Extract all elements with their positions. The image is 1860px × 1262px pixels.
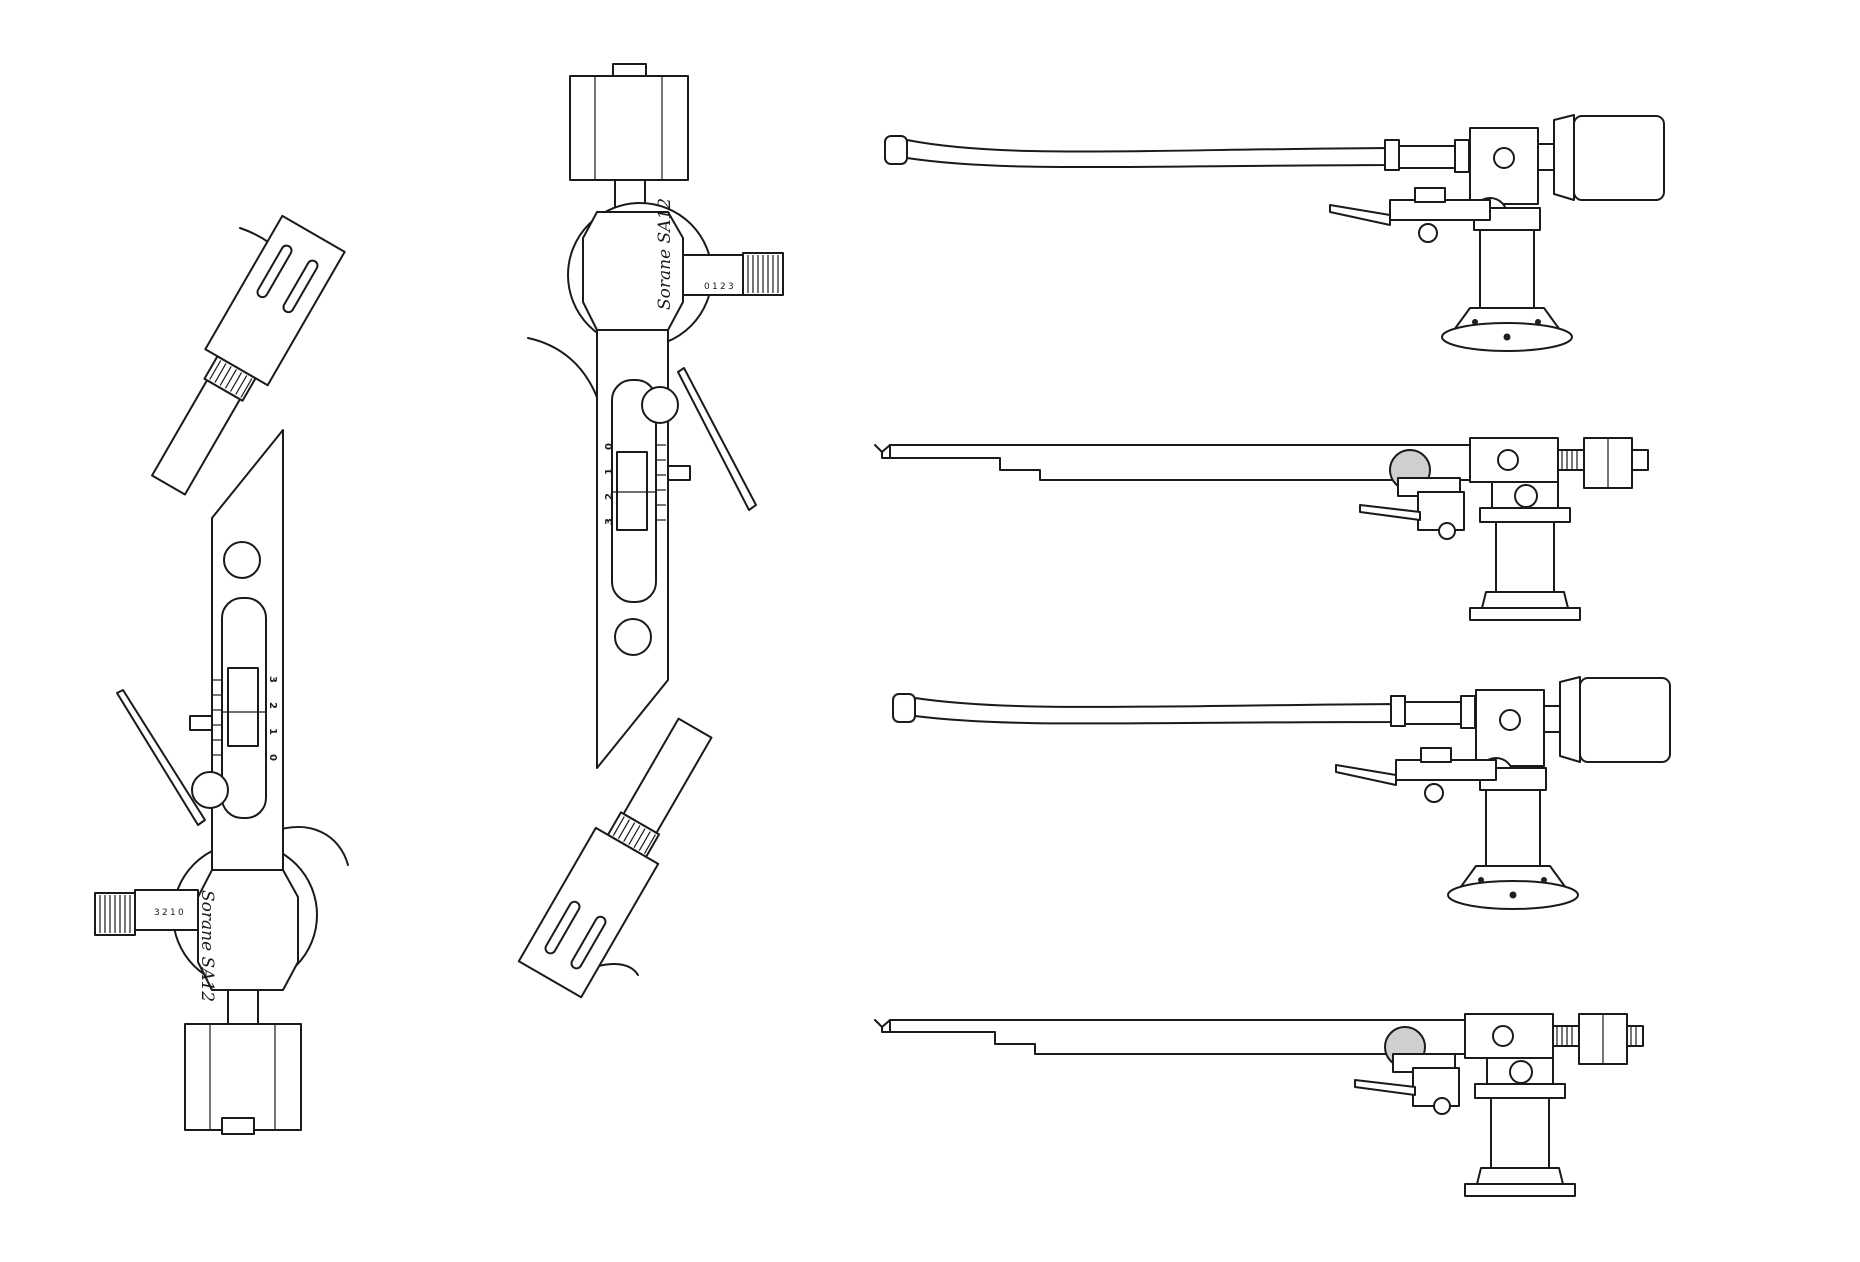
- pillar: [1490, 1097, 1550, 1169]
- top-view-2: Sorane SA12 0 1 2 3: [517, 63, 784, 999]
- anti-skate-dial: [682, 252, 784, 296]
- side-view-curved-2: [892, 676, 1671, 910]
- scale-label: 2: [604, 493, 615, 500]
- lift-knob: [641, 386, 679, 424]
- arm-hole: [223, 541, 261, 579]
- side-view-curved-1: [884, 114, 1665, 352]
- side-view-straight-1: [874, 437, 1649, 621]
- threaded-stub: [1556, 1026, 1637, 1046]
- top-view-1: 3 2 1 0 Sorane SA12: [94, 214, 349, 1135]
- collar: [151, 379, 241, 496]
- headshell-slot: [570, 915, 607, 970]
- scale-ticks: [212, 679, 222, 756]
- counterweight-cap: [221, 1117, 255, 1135]
- cue-lever: [1359, 504, 1421, 521]
- pillar: [1495, 521, 1555, 593]
- ring-label: 0: [178, 908, 184, 918]
- scale-label: 1: [604, 468, 615, 475]
- scale-label: 0: [604, 443, 615, 450]
- ring-label: 0: [704, 282, 710, 292]
- brand-label: Sorane SA12: [197, 890, 217, 1002]
- counterweight: [569, 75, 689, 181]
- counterweight: [184, 1023, 302, 1131]
- scale-label: 2: [267, 702, 278, 709]
- lift-knob: [191, 771, 229, 809]
- side-view-straight-2: [874, 1013, 1644, 1197]
- lift-pin: [667, 465, 691, 481]
- cue-lever: [1335, 764, 1397, 786]
- lift-pin: [189, 715, 213, 731]
- headshell-slot: [282, 259, 319, 314]
- knurl-ring: [612, 816, 656, 854]
- scale-label: 0: [267, 754, 278, 761]
- counterweight: [1573, 115, 1665, 201]
- pillar: [1485, 789, 1541, 867]
- base-plate: [1469, 607, 1581, 621]
- ring-label: 3: [154, 908, 160, 918]
- stepped-armtube: [874, 444, 1471, 481]
- ring-label: 1: [170, 908, 176, 918]
- pillar: [1479, 229, 1535, 309]
- cue-lever: [1329, 204, 1391, 226]
- ring-label: 2: [162, 908, 168, 918]
- finger-lift-tip: [892, 693, 916, 723]
- stub: [227, 989, 259, 1025]
- base-flange: [1481, 591, 1569, 609]
- base-plate: [1464, 1183, 1576, 1197]
- headshell: [204, 214, 346, 387]
- knurl-ring: [209, 360, 253, 398]
- scale-label: 3: [604, 518, 615, 525]
- scale-label: 1: [267, 728, 278, 735]
- scale-label: 3: [267, 676, 278, 683]
- cue-lever: [677, 367, 757, 511]
- stepped-armtube: [874, 1019, 1466, 1055]
- arm-hole: [614, 618, 652, 656]
- ring-label: 3: [728, 282, 734, 292]
- headshell: [517, 826, 660, 999]
- headshell-slot: [256, 244, 293, 299]
- signal-cable: [527, 337, 599, 401]
- counterweight-bevel: [1553, 114, 1575, 201]
- counterweight: [1579, 677, 1671, 763]
- cue-lever: [1354, 1079, 1416, 1096]
- cue-lever: [116, 689, 206, 826]
- scale-ticks: [656, 444, 666, 521]
- ring-label: 1: [712, 282, 718, 292]
- slot-slider: [616, 451, 648, 531]
- finger-lift-tip: [884, 135, 908, 165]
- ring-label: 2: [720, 282, 726, 292]
- collar: [622, 717, 713, 834]
- counterweight-bevel: [1559, 676, 1581, 763]
- curved-armtube: [906, 139, 1391, 169]
- curved-armtube: [914, 697, 1397, 725]
- headshell-slot: [544, 900, 581, 955]
- brand-label: Sorane SA12: [655, 198, 675, 310]
- slot-slider: [227, 667, 259, 747]
- base-flange: [1476, 1167, 1564, 1185]
- anti-skate-dial: [94, 889, 199, 936]
